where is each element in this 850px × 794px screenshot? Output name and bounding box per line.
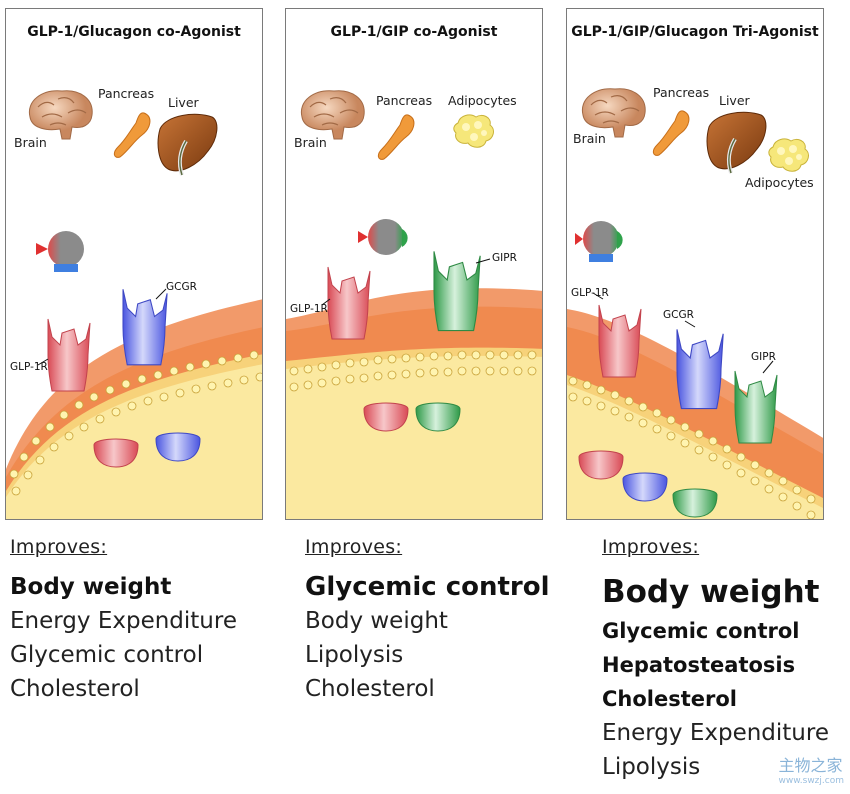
watermark-text: 主物之家 xyxy=(778,756,843,775)
receptor-label-glp1r: GLP-1R xyxy=(290,303,328,315)
improves-item: Energy Expenditure xyxy=(10,608,237,634)
receptor-label-gcgr: GCGR xyxy=(166,281,197,293)
panel-title: GLP-1/GIP/Glucagon Tri-Agonist xyxy=(571,24,819,40)
pancreas-icon xyxy=(652,110,690,156)
organ-label-pancreas: Pancreas xyxy=(98,86,155,101)
panel-illustration xyxy=(6,90,262,519)
improves-item: Body weight xyxy=(305,608,448,634)
gipr-receptor-icon xyxy=(734,370,778,444)
receptor-label-gipr: GIPR xyxy=(751,351,776,363)
improves-list-2: Improves: Glycemic control Body weight L… xyxy=(305,536,550,706)
cytoplasm xyxy=(286,355,542,519)
organ-label-pancreas: Pancreas xyxy=(653,85,710,100)
glp1r-receptor-icon xyxy=(327,266,371,340)
improves-item: Glycemic control xyxy=(10,642,204,668)
improves-item: Cholesterol xyxy=(305,676,435,702)
improves-heading: Improves: xyxy=(602,536,700,558)
receptor-label-gcgr: GCGR xyxy=(663,309,694,321)
organ-label-brain: Brain xyxy=(573,131,606,146)
brain-icon xyxy=(300,90,365,140)
gcgr-receptor-icon xyxy=(676,328,724,410)
improves-item: Lipolysis xyxy=(602,754,701,780)
agonist-ball-icon xyxy=(575,221,623,262)
lipid-bilayer xyxy=(289,350,537,392)
brain-icon xyxy=(581,88,646,138)
receptor-label-glp1r: GLP-1R xyxy=(571,287,609,299)
watermark: 主物之家 www.swzj.com xyxy=(779,752,844,786)
watermark-url: www.swzj.com xyxy=(778,776,844,786)
receptor-label-glp1r: GLP-1R xyxy=(10,361,48,373)
gipr-receptor-icon xyxy=(433,250,481,332)
improves-item: Glycemic control xyxy=(602,619,800,643)
improves-heading: Improves: xyxy=(10,536,108,558)
panel-glp1-glucagon: GLP-1/Glucagon co-Agonist Brain Pancreas… xyxy=(5,8,263,520)
agonist-ball-icon xyxy=(36,231,84,272)
improves-item: Cholesterol xyxy=(10,676,140,702)
improves-item: Body weight xyxy=(10,574,172,600)
brain-icon xyxy=(28,90,93,140)
improves-item: Glycemic control xyxy=(305,572,550,602)
improves-item: Hepatosteatosis xyxy=(602,653,796,677)
organ-label-liver: Liver xyxy=(719,93,750,108)
organ-label-adipocytes: Adipocytes xyxy=(745,175,814,190)
organ-label-brain: Brain xyxy=(14,135,47,150)
liver-icon xyxy=(705,110,768,175)
glp1r-receptor-icon xyxy=(598,304,642,378)
panel-title: GLP-1/Glucagon co-Agonist xyxy=(27,24,241,40)
organ-label-brain: Brain xyxy=(294,135,327,150)
panel-illustration xyxy=(567,88,823,519)
receptor-label-gipr: GIPR xyxy=(492,252,517,264)
improves-list-1: Improves: Body weight Energy Expenditure… xyxy=(10,536,237,706)
lipid-bilayer xyxy=(9,350,262,496)
pancreas-icon xyxy=(113,112,151,158)
organ-label-pancreas: Pancreas xyxy=(376,93,433,108)
glp1r-receptor-icon xyxy=(47,318,91,392)
panel-tri-agonist: GLP-1/GIP/Glucagon Tri-Agonist Brain Pan… xyxy=(566,8,824,520)
improves-item: Body weight xyxy=(602,574,820,610)
adipocyte-icon xyxy=(768,138,809,172)
improves-item: Cholesterol xyxy=(602,687,737,711)
improves-heading: Improves: xyxy=(305,536,403,558)
improves-item: Lipolysis xyxy=(305,642,404,668)
organ-label-liver: Liver xyxy=(168,95,199,110)
adipocyte-icon xyxy=(453,114,494,148)
panel-title: GLP-1/GIP co-Agonist xyxy=(330,24,498,40)
pancreas-icon xyxy=(377,114,415,160)
agonist-ball-icon xyxy=(358,219,408,255)
lipid-bilayer xyxy=(568,376,816,519)
gcgr-receptor-icon xyxy=(122,288,168,366)
improves-list-3: Improves: Body weight Glycemic control H… xyxy=(602,536,829,784)
panel-glp1-gip: GLP-1/GIP co-Agonist Brain Pancreas Adip… xyxy=(285,8,543,520)
liver-icon xyxy=(156,112,219,177)
panel-illustration xyxy=(286,90,542,519)
organ-label-adipocytes: Adipocytes xyxy=(448,93,517,108)
improves-item: Energy Expenditure xyxy=(602,720,829,746)
